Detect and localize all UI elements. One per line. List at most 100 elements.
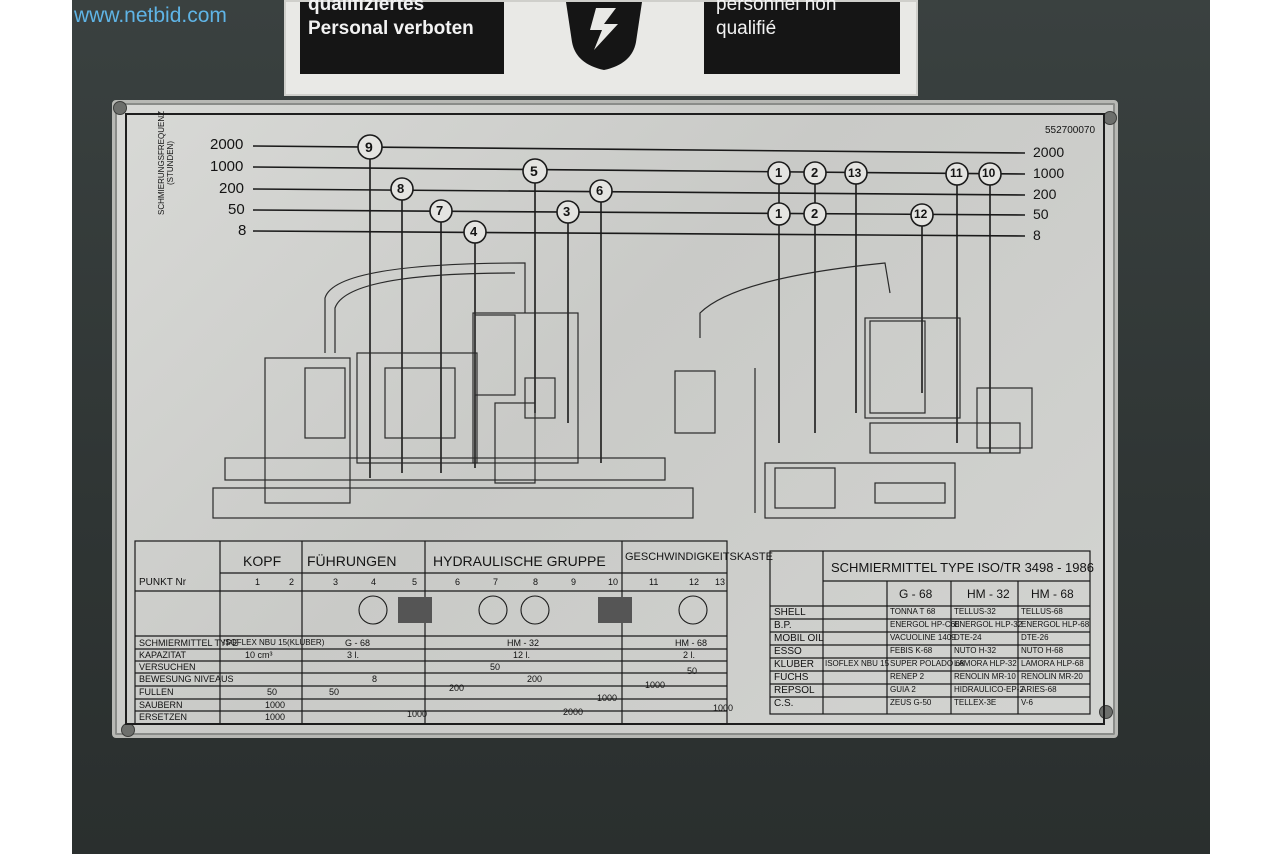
cell-type-getriebe: HM - 68 (675, 638, 708, 648)
brand-table-title: SCHMIERMITTEL TYPE ISO/TR 3498 - 1986 (831, 560, 1094, 575)
brand-value-g68: SUPER POLADO 68 (890, 659, 965, 668)
row-label-saubern: SAUBERN (139, 700, 183, 710)
brand-value-g68: ZEUS G-50 (890, 698, 932, 707)
brand-value-hm68: DTE-26 (1021, 633, 1049, 642)
screw-icon (113, 101, 127, 115)
marker-2-lower: 2 (811, 206, 819, 221)
lubricant-brand-table-frame (769, 550, 1091, 715)
cell-fullen-11: 1000 (645, 680, 666, 690)
frequency-label-left-4: 8 (238, 222, 247, 239)
marker-5: 5 (530, 163, 538, 179)
screw-icon (1099, 705, 1113, 719)
milling-machine-front-view (674, 262, 1033, 519)
point-4: 4 (371, 577, 377, 587)
row-label-versuchen: VERSUCHEN (139, 662, 196, 672)
milling-machine-side-view (212, 262, 694, 519)
row-label-ersetzen: ERSETZEN (139, 712, 188, 722)
brand-extra: ISOFLEX NBU 15 (825, 659, 890, 668)
point-11: 11 (649, 577, 659, 587)
brand-name: MOBIL OIL (774, 633, 824, 644)
brand-name: REPSOL (774, 685, 815, 696)
brand-value-hm68: TELLUS-68 (1021, 607, 1063, 616)
marker-13: 13 (848, 166, 862, 180)
lubrication-symbols (398, 597, 632, 623)
brand-header-g68: G - 68 (899, 587, 933, 601)
brand-name: ESSO (774, 646, 802, 657)
point-13: 13 (715, 577, 726, 587)
brand-value-hm32: HIDRAULICO-EP-2 (954, 685, 1024, 694)
brand-value-hm68: LAMORA HLP-68 (1021, 659, 1084, 668)
warning-left-line1: qualifiziertes (308, 0, 425, 15)
marker-1-lower: 1 (775, 206, 783, 221)
marker-11: 11 (950, 166, 963, 180)
cell-versuchen-7: 50 (490, 662, 501, 672)
point-1: 1 (255, 577, 261, 587)
marker-2: 2 (811, 165, 819, 180)
frequency-label-right-2: 200 (1033, 186, 1057, 202)
marker-7: 7 (436, 203, 444, 218)
cell-fullen-3: 50 (329, 687, 340, 697)
cell-type-hydraulik: HM - 32 (507, 638, 540, 648)
brand-value-hm32: DTE-24 (954, 633, 982, 642)
frequency-label-left-1: 1000 (210, 158, 244, 175)
point-5: 5 (412, 577, 418, 587)
cell-type-fuhrungen: G - 68 (345, 638, 371, 648)
cell-kap-kopf: 10 cm³ (245, 650, 273, 660)
brand-value-hm32: NUTO H-32 (954, 646, 997, 655)
frequency-label-right-0: 2000 (1033, 144, 1065, 160)
brand-value-hm32: ENERGOL HLP-32 (954, 620, 1023, 629)
point-8: 8 (533, 577, 539, 587)
group-hydraulische-gruppe: HYDRAULISCHE GRUPPE (433, 553, 606, 569)
brand-header-hm32: HM - 32 (967, 587, 1010, 601)
cell-ersetzen-13: 1000 (713, 703, 734, 713)
punkt-label: PUNKT Nr (139, 577, 187, 588)
cell-bewesung-8: 200 (527, 674, 543, 684)
brand-name: B.P. (774, 620, 792, 631)
row-label-schmiermittel: SCHMIERMITTEL TYPE (139, 638, 239, 648)
cell-kap-fuhrungen: 3 l. (347, 650, 360, 660)
point-7: 7 (493, 577, 499, 587)
marker-12: 12 (914, 207, 928, 221)
brand-value-hm32: RENOLIN MR-10 (954, 672, 1016, 681)
row-label-bewesung: BEWESUNG NIVEAUS (139, 674, 234, 684)
brand-name: KLUBER (774, 659, 815, 670)
brand-header-hm68: HM - 68 (1031, 587, 1074, 601)
warning-sign: qualifiziertes Personal verboten personn… (284, 0, 918, 96)
electric-hazard-icon (504, 2, 704, 74)
cell-ersetzen-kopf: 1000 (265, 712, 286, 722)
brand-value-g68: ENERGOL HP-C68 (890, 620, 960, 629)
brand-value-hm32: TELLEX-3E (954, 698, 997, 707)
brand-value-hm68: V-6 (1021, 698, 1034, 707)
frequency-label-left-3: 50 (228, 201, 245, 218)
brand-name: SHELL (774, 607, 806, 618)
brand-value-hm68: ARIES-68 (1021, 685, 1057, 694)
brand-value-g68: RENEP 2 (890, 672, 925, 681)
brand-value-hm32: TELLUS-32 (954, 607, 996, 616)
watermark: www.netbid.com (74, 4, 227, 27)
lubrication-point-table-frame (134, 540, 728, 725)
cell-fullen-kopf: 50 (267, 687, 278, 697)
warning-right-line2: qualifié (716, 18, 777, 39)
row-label-kapazitat: KAPAZITAT (139, 650, 187, 660)
brand-value-hm68: ENERGOL HLP-68 (1021, 620, 1090, 629)
cell-kap-hydraulik: 12 l. (513, 650, 531, 660)
brand-value-g68: FEBIS K-68 (890, 646, 933, 655)
cell-type-kopf: ISOFLEX NBU 15(KLUBER) (223, 638, 325, 647)
point-3: 3 (333, 577, 339, 587)
cell-ersetzen-9: 2000 (563, 707, 584, 717)
frequency-label-left-0: 2000 (210, 136, 244, 153)
marker-1: 1 (775, 165, 783, 180)
point-12: 12 (689, 577, 700, 587)
marker-6: 6 (596, 183, 604, 198)
cell-kap-getriebe: 2 l. (683, 650, 696, 660)
warning-left-line2: Personal verboten (308, 18, 474, 39)
brand-value-hm32: LAMORA HLP-32 (954, 659, 1017, 668)
brand-value-hm68: NUTO H-68 (1021, 646, 1064, 655)
cell-saubern-kopf: 1000 (265, 700, 286, 710)
lubrication-plate: 552700070 SCHMIERUNGSFREQUENZ (STUNDEN) (112, 100, 1118, 738)
warning-text-right: personnel non qualifié (704, 0, 900, 74)
group-fuhrungen: FÜHRUNGEN (307, 553, 397, 569)
frequency-label-right-4: 8 (1033, 227, 1041, 243)
marker-3: 3 (563, 204, 571, 219)
serial-number: 552700070 (1045, 125, 1096, 136)
